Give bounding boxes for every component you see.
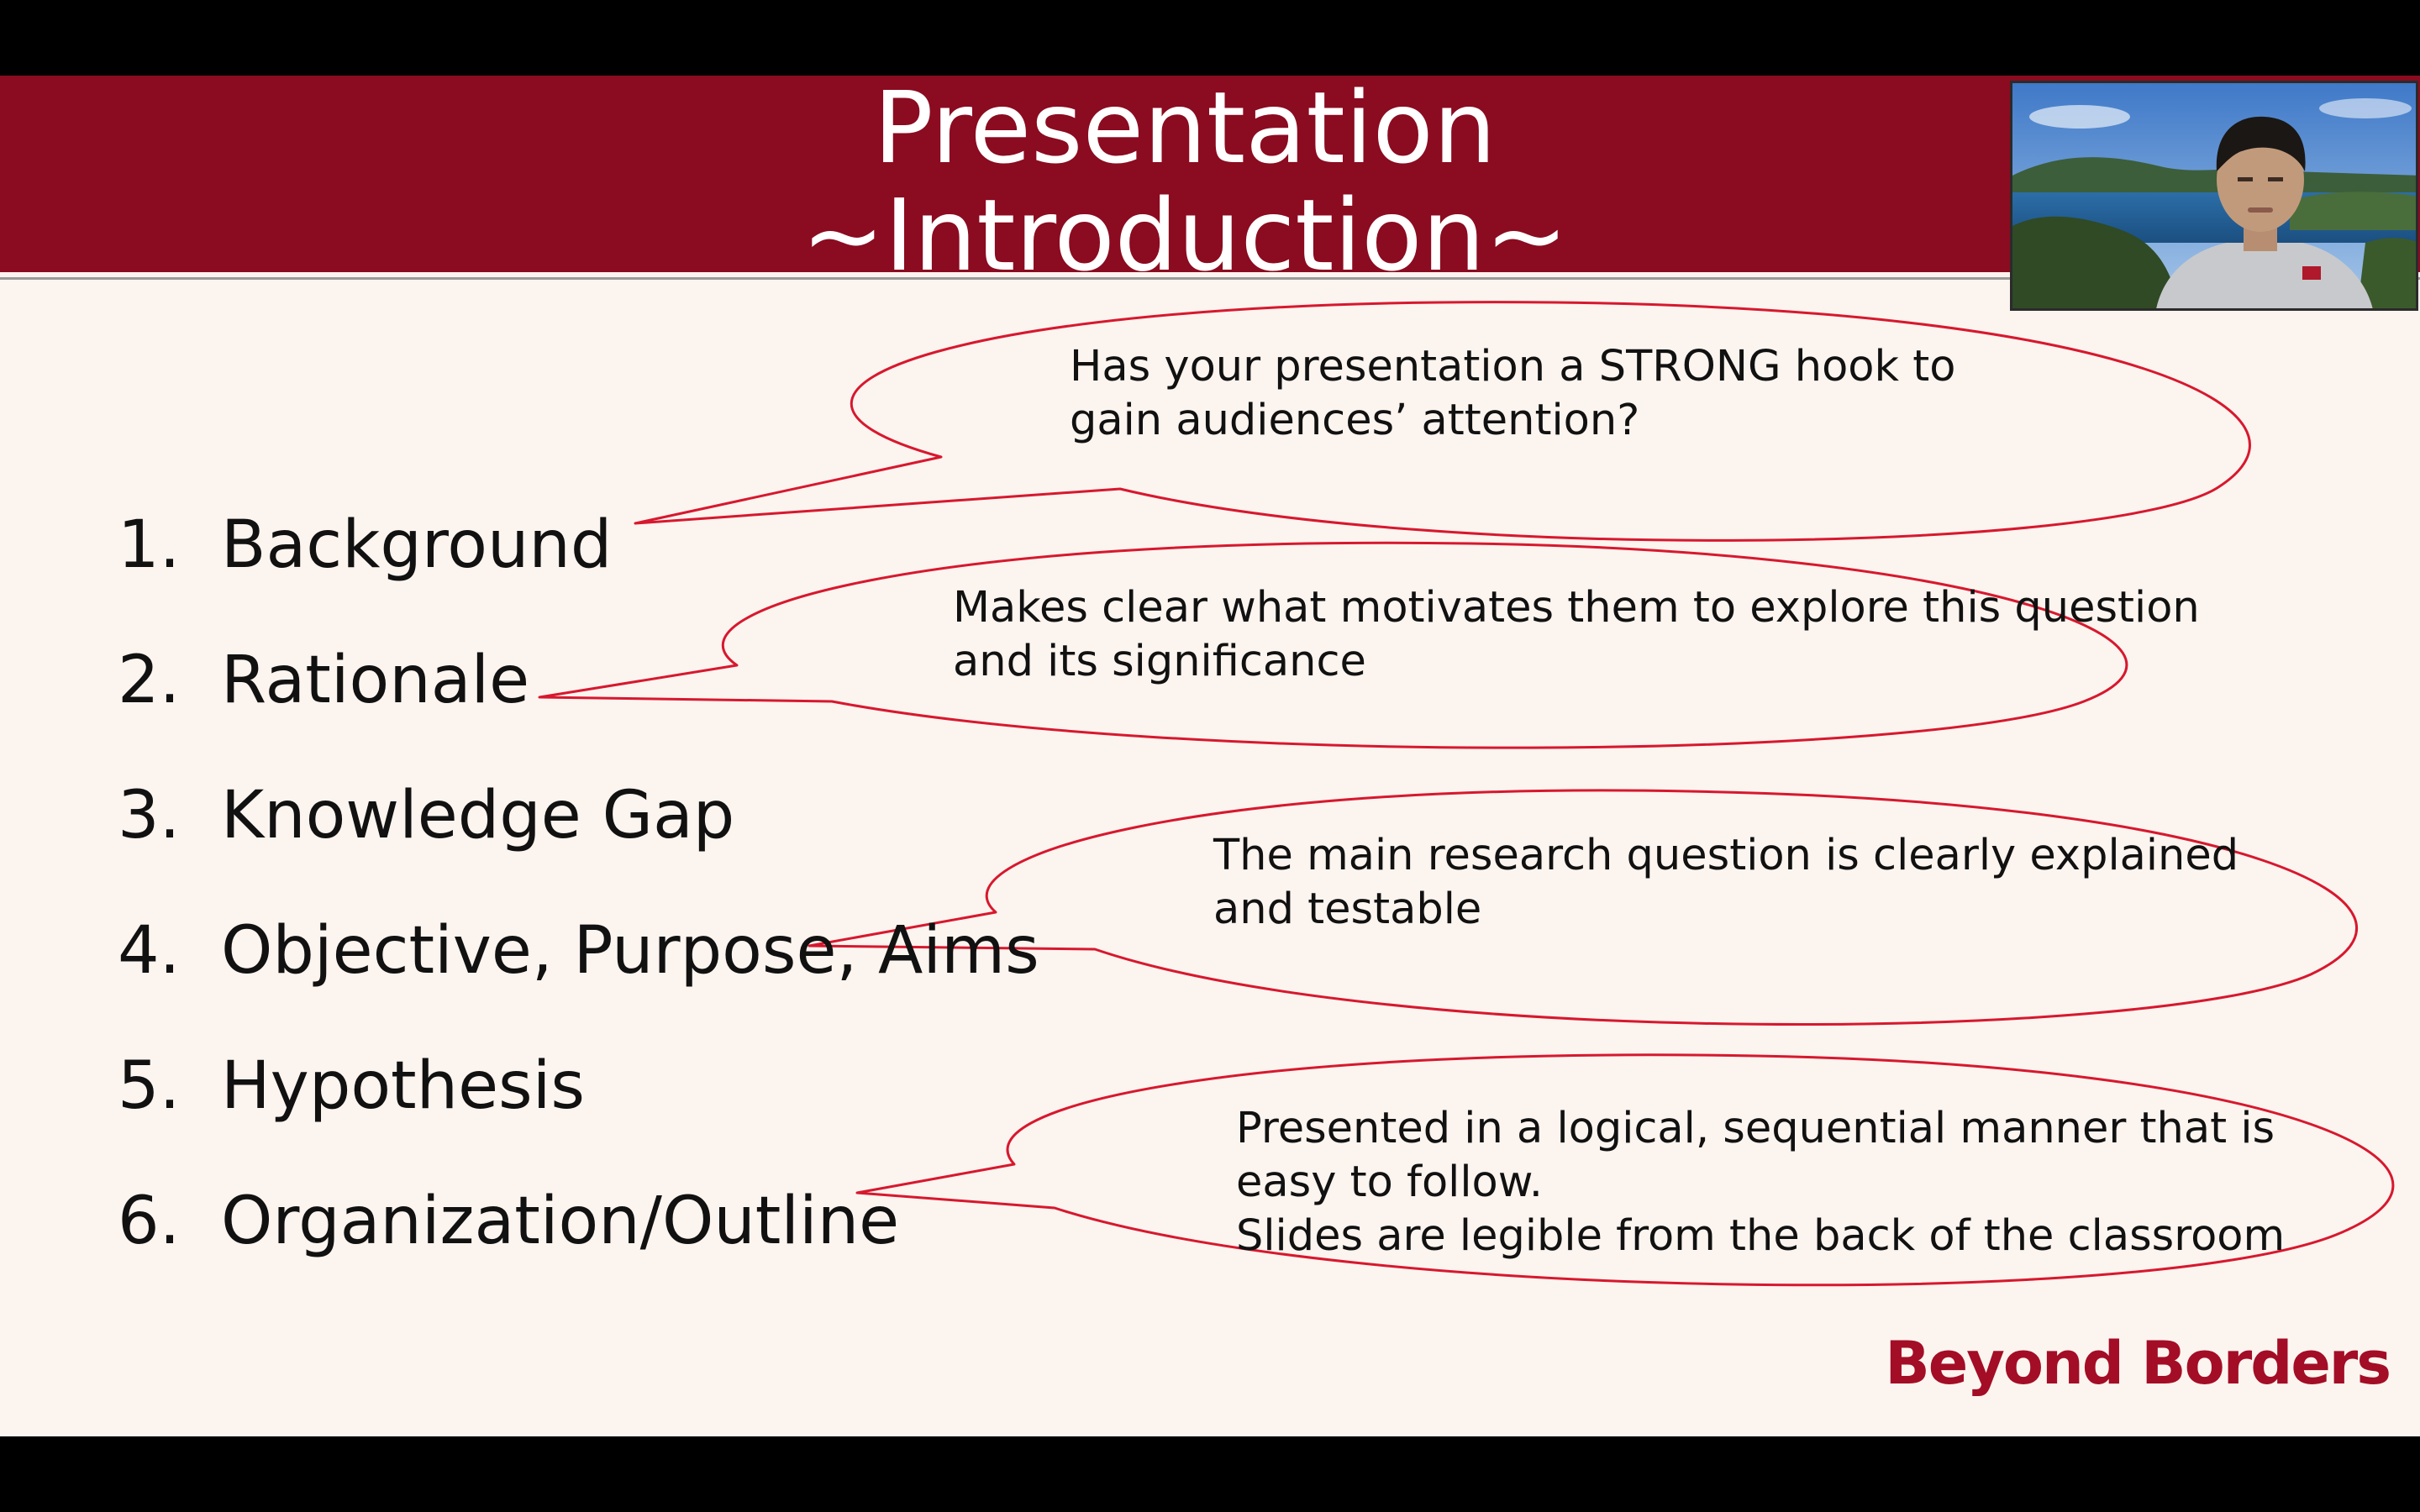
callout-line: Has your presentation a STRONG hook to xyxy=(1070,342,1956,391)
presentation-slide: Presentation ~Introduction~ 1. Background… xyxy=(0,76,2420,1436)
outline-label: Hypothesis xyxy=(221,1048,585,1124)
title-line-2: ~Introduction~ xyxy=(801,177,1569,293)
outline-label: Rationale xyxy=(221,643,530,718)
outline-item-knowledge-gap: 3. Knowledge Gap xyxy=(118,778,734,853)
outline-item-objective: 4. Objective, Purpose, Aims xyxy=(118,913,1039,989)
outline-label: Knowledge Gap xyxy=(221,778,735,853)
outline-label: Organization/Outline xyxy=(221,1184,900,1259)
presenter-video-image xyxy=(2012,83,2416,308)
callout-line: easy to follow. xyxy=(1236,1158,1543,1207)
outline-number: 3. xyxy=(118,778,181,853)
callout-line: Makes clear what motivates them to explo… xyxy=(953,583,2200,633)
callout-line: gain audiences’ attention? xyxy=(1070,396,1640,445)
callout-text-2: Makes clear what motivates them to explo… xyxy=(953,581,2200,689)
callout-line: The main research question is clearly ex… xyxy=(1213,831,2239,880)
callout-bubbles xyxy=(538,301,2395,1287)
callout-line: Slides are legible from the back of the … xyxy=(1236,1211,2286,1261)
slide-title: Presentation ~Introduction~ xyxy=(0,76,2370,289)
callout-line: Presented in a logical, sequential manne… xyxy=(1236,1104,2275,1153)
callout-line: and testable xyxy=(1213,885,1482,934)
outline-item-organization: 6. Organization/Outline xyxy=(118,1184,899,1259)
outline-label: Background xyxy=(221,507,613,583)
outline-label: Objective, Purpose, Aims xyxy=(221,913,1039,989)
callout-text-4: Presented in a logical, sequential manne… xyxy=(1236,1102,2285,1263)
outline-number: 5. xyxy=(118,1048,181,1124)
title-line-1: Presentation xyxy=(873,76,1497,186)
outline-item-hypothesis: 5. Hypothesis xyxy=(118,1048,585,1124)
callout-text-3: The main research question is clearly ex… xyxy=(1213,829,2238,937)
callout-bubble-4 xyxy=(855,1053,2395,1287)
callout-bubble-3 xyxy=(808,789,2359,1026)
outline-number: 4. xyxy=(118,913,181,989)
header-divider xyxy=(0,277,2420,280)
callout-text-1: Has your presentation a STRONG hook to g… xyxy=(1070,340,1955,448)
callout-line: and its significance xyxy=(953,637,1366,686)
outline-number: 2. xyxy=(118,643,181,718)
outline-item-rationale: 2. Rationale xyxy=(118,643,529,718)
presenter-video xyxy=(2010,81,2418,311)
callout-bubble-2 xyxy=(538,541,2128,749)
outline-number: 6. xyxy=(118,1184,181,1259)
brand-logo: Beyond Borders xyxy=(1885,1329,2391,1398)
outline-number: 1. xyxy=(118,507,181,583)
outline-item-background: 1. Background xyxy=(118,507,612,583)
callout-bubble-1 xyxy=(634,301,2251,542)
